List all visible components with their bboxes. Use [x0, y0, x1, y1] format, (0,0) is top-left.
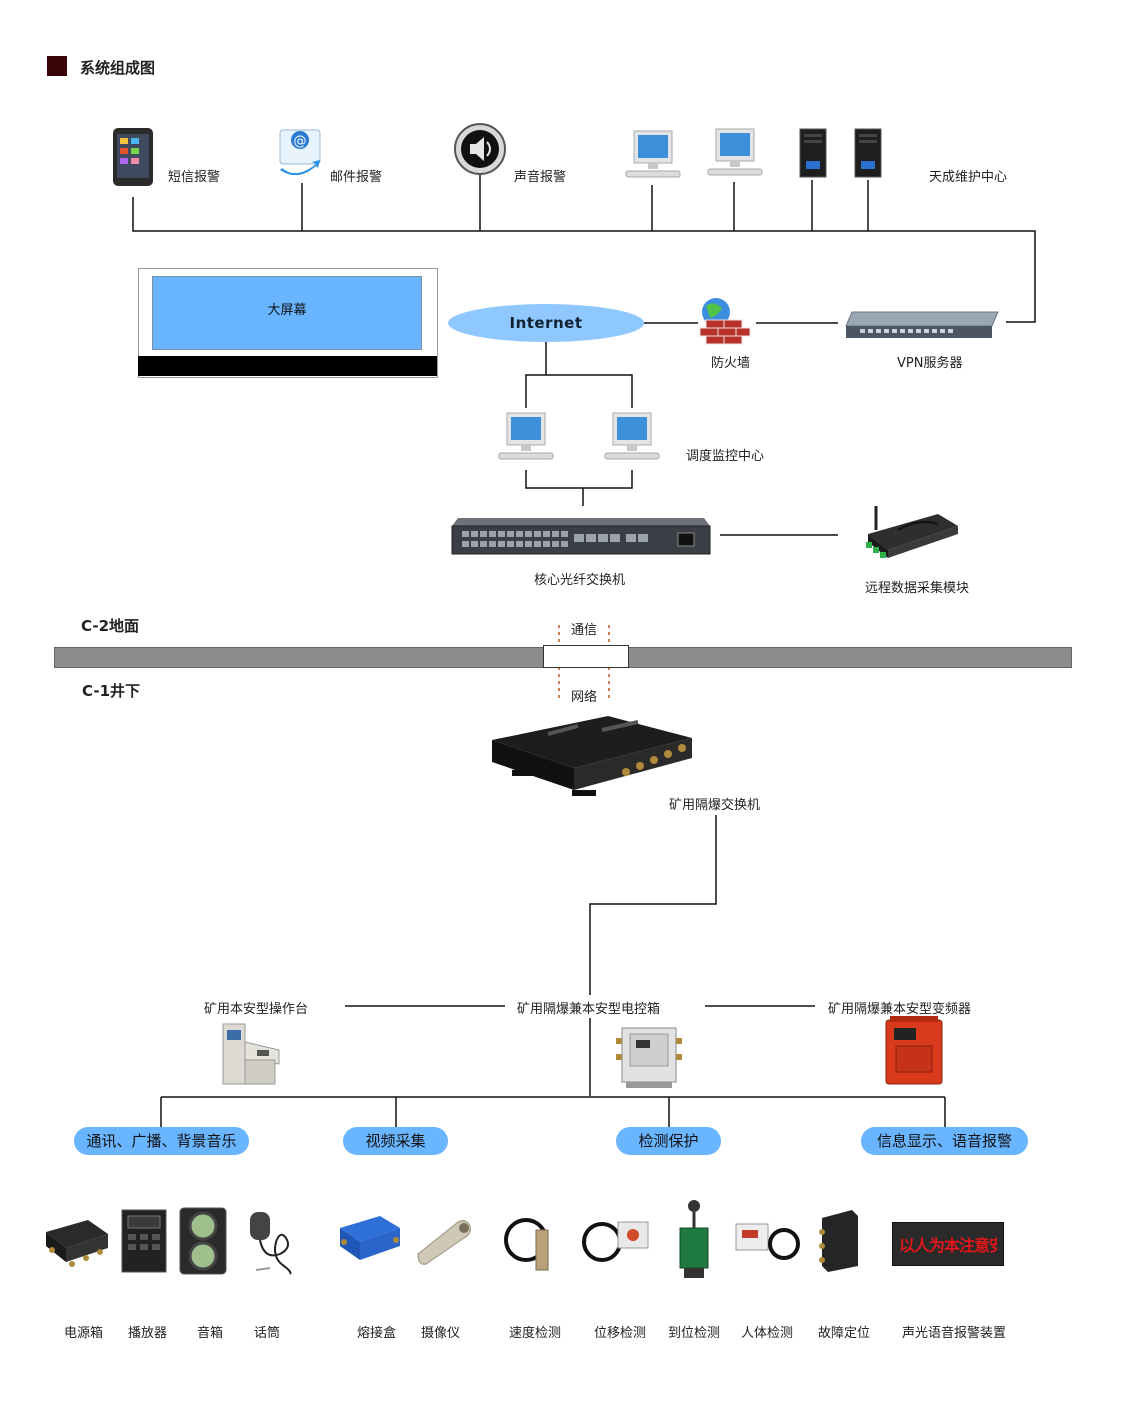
device-label: 位移检测 — [594, 1326, 647, 1341]
title-marker — [47, 56, 67, 76]
player-icon — [121, 1209, 167, 1273]
core-switch-label: 核心光纤交换机 — [534, 573, 626, 588]
microphone-icon — [250, 1212, 292, 1275]
device-label: 摄像仪 — [421, 1326, 461, 1341]
power-box-icon — [46, 1220, 108, 1267]
displacement-sensor-icon — [582, 1221, 649, 1262]
console-label: 矿用本安型操作台 — [204, 1002, 309, 1017]
inverter-icon — [885, 1016, 943, 1085]
speaker-box-icon — [179, 1207, 227, 1275]
human-sensor-icon — [735, 1223, 800, 1260]
speaker-icon — [454, 123, 506, 175]
device-label: 声光语音报警装置 — [902, 1326, 1007, 1341]
underground-zone-label: C-1井下 — [82, 682, 141, 700]
category-comm: 通讯、广播、背景音乐 — [74, 1127, 249, 1155]
firewall-icon — [699, 298, 751, 345]
monitor-icon — [625, 130, 681, 178]
control-box-label: 矿用隔爆兼本安型电控箱 — [517, 1002, 661, 1017]
mine-switch-label: 矿用隔爆交换机 — [669, 798, 761, 813]
server-tower-icon — [799, 128, 827, 178]
category-display: 信息显示、语音报警 — [861, 1127, 1028, 1155]
fault-locator-icon — [819, 1210, 858, 1272]
monitor-icon — [498, 412, 554, 460]
console-icon — [222, 1023, 280, 1085]
top-bus-line — [132, 197, 1036, 323]
sms-alarm-label: 短信报警 — [168, 170, 221, 185]
control-box-icon — [616, 1027, 682, 1088]
mine-switch-icon — [492, 716, 692, 796]
internet-cloud: Internet — [448, 304, 644, 342]
device-label: 电源箱 — [64, 1326, 104, 1341]
maintenance-center-label: 天成维护中心 — [929, 170, 1008, 185]
link-bottom-label: 网络 — [571, 690, 598, 705]
device-label: 人体检测 — [741, 1326, 794, 1341]
remote-module-label: 远程数据采集模块 — [865, 581, 970, 596]
link-top-label: 通信 — [571, 623, 598, 638]
position-sensor-icon — [679, 1200, 709, 1278]
email-icon: @ — [279, 129, 321, 176]
device-label: 故障定位 — [818, 1326, 871, 1341]
server-tower-icon — [854, 128, 882, 178]
led-sign-text: 以人为本注意安全 — [899, 1236, 997, 1255]
device-label: 速度检测 — [509, 1326, 562, 1341]
device-label: 熔接盒 — [357, 1326, 397, 1341]
speed-sensor-icon — [504, 1218, 549, 1271]
firewall-label: 防火墙 — [711, 356, 751, 371]
camera-icon — [417, 1220, 471, 1265]
device-label: 播放器 — [128, 1326, 168, 1341]
remote-module-icon — [866, 506, 958, 558]
vpn-server-icon — [845, 311, 999, 338]
inverter-label: 矿用隔爆兼本安型变频器 — [828, 1002, 972, 1017]
phone-icon — [113, 128, 153, 186]
mail-alarm-label: 邮件报警 — [330, 170, 383, 185]
category-video: 视频采集 — [343, 1127, 448, 1155]
category-detection: 检测保护 — [616, 1127, 721, 1155]
device-label: 话筒 — [254, 1326, 281, 1341]
device-label: 音箱 — [197, 1326, 224, 1341]
page-title: 系统组成图 — [80, 59, 156, 77]
device-label: 到位检测 — [668, 1326, 721, 1341]
led-sign: 以人为本注意安全 — [892, 1222, 1004, 1266]
big-screen-base — [138, 356, 437, 376]
dispatch-center-label: 调度监控中心 — [686, 449, 765, 464]
big-screen: 大屏幕 — [152, 276, 422, 350]
splice-box-icon — [340, 1216, 400, 1260]
surface-zone-label: C-2地面 — [81, 617, 140, 635]
sound-alarm-label: 声音报警 — [514, 170, 567, 185]
vpn-server-label: VPN服务器 — [897, 356, 963, 371]
svg-text:@: @ — [294, 134, 307, 149]
core-switch-icon — [451, 518, 711, 555]
comm-link-window — [543, 645, 629, 668]
monitor-icon — [707, 128, 763, 176]
monitor-icon — [604, 412, 660, 460]
